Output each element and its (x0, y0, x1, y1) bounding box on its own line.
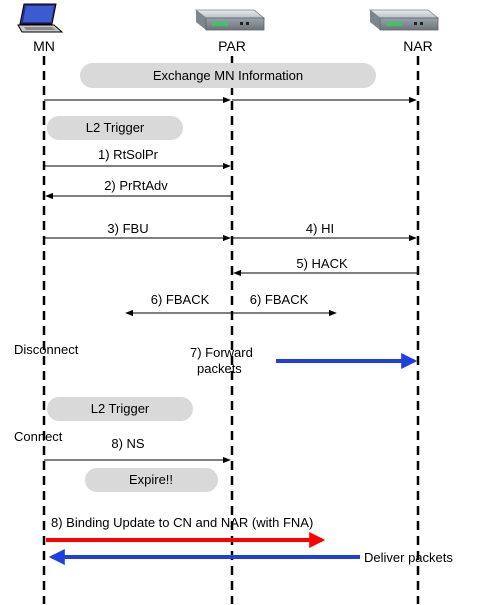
l2-trigger-label: L2 Trigger (91, 401, 150, 416)
message-hack-label: 5) HACK (296, 256, 348, 271)
router-icon (194, 9, 266, 31)
exchange-box (80, 63, 376, 88)
expire-label: Expire!! (129, 472, 173, 487)
node-label-par: PAR (218, 38, 246, 54)
event-connect: Connect (14, 429, 63, 444)
node-label-mn: MN (33, 38, 55, 54)
l2-trigger-box (47, 116, 183, 140)
message-hi-label: 4) HI (306, 221, 334, 236)
node-label-nar: NAR (403, 38, 433, 54)
message-prrtadv-label: 2) PrRtAdv (104, 178, 168, 193)
expire-box (85, 468, 218, 492)
l2-trigger-box (47, 397, 193, 421)
message-ns-label: 8) NS (111, 436, 145, 451)
router-icon (368, 9, 440, 31)
message-rtsolpr-label: 1) RtSolPr (98, 147, 159, 162)
laptop-icon (17, 3, 64, 33)
l2-trigger-label: L2 Trigger (86, 120, 145, 135)
exchange-label: Exchange MN Information (153, 68, 303, 83)
message-forward-label-2: packets (197, 361, 242, 376)
event-disconnect: Disconnect (14, 342, 79, 357)
message-fback-left-label: 6) FBACK (151, 292, 210, 307)
message-deliver-label: Deliver packets (364, 550, 453, 565)
message-forward-label-1: 7) Forward (190, 345, 253, 360)
message-fback-right-label: 6) FBACK (250, 292, 309, 307)
message-fbu-label: 3) FBU (107, 221, 148, 236)
message-binding-update-label: 8) Binding Update to CN and NAR (with FN… (51, 515, 313, 530)
